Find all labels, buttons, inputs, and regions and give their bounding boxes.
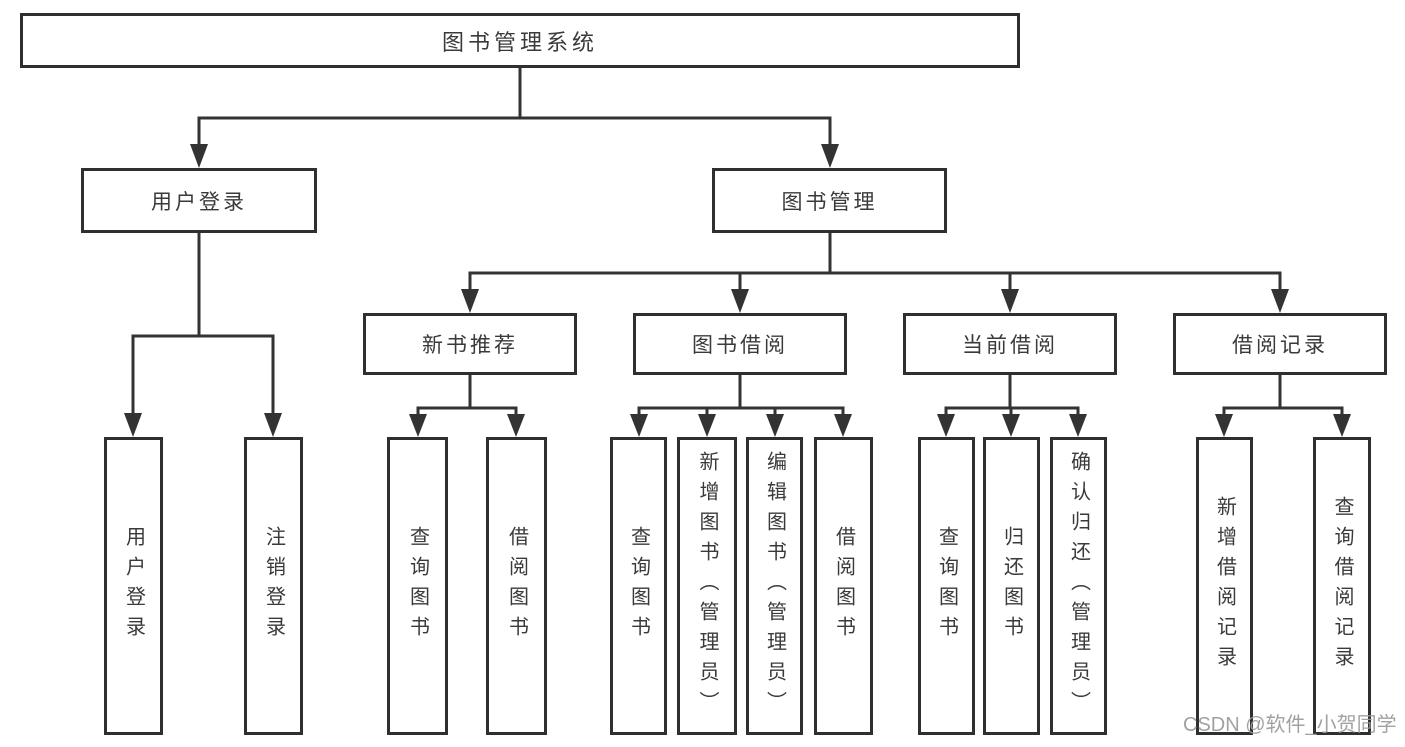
leaf-logout-label: 注销登录 <box>262 526 285 646</box>
node-borrow-record-label: 借阅记录 <box>1232 334 1328 357</box>
leaf-current-confirm-return-label: 确认归还（管理员） <box>1067 451 1090 721</box>
leaf-borrow-query-label: 查询图书 <box>627 526 650 646</box>
leaf-borrow-add-book-label: 新增图书（管理员） <box>696 451 718 721</box>
node-root-system: 图书管理系统 <box>20 13 1020 68</box>
leaf-logout: 注销登录 <box>244 437 303 735</box>
node-book-management-label: 图书管理 <box>781 190 878 214</box>
leaf-borrow-add-book: 新增图书（管理员） <box>677 437 737 735</box>
node-user-login: 用户登录 <box>81 168 317 233</box>
node-book-borrow: 图书借阅 <box>633 313 847 375</box>
leaf-borrow-edit-book: 编辑图书（管理员） <box>746 437 803 735</box>
leaf-record-query: 查询借阅记录 <box>1313 437 1371 735</box>
leaf-current-query-label: 查询图书 <box>935 526 958 646</box>
leaf-borrow-query: 查询图书 <box>610 437 667 735</box>
node-borrow-record: 借阅记录 <box>1173 313 1387 375</box>
leaf-borrow-borrow-book-label: 借阅图书 <box>832 526 855 646</box>
node-book-borrow-label: 图书借阅 <box>692 334 788 357</box>
leaf-current-confirm-return: 确认归还（管理员） <box>1050 437 1107 735</box>
leaf-newbook-query: 查询图书 <box>387 437 448 735</box>
leaf-user-login-label: 用户登录 <box>122 526 145 646</box>
leaf-record-query-label: 查询借阅记录 <box>1331 496 1353 676</box>
leaf-newbook-query-label: 查询图书 <box>406 526 429 646</box>
leaf-current-query: 查询图书 <box>918 437 975 735</box>
node-user-login-label: 用户登录 <box>151 190 247 214</box>
leaf-borrow-borrow-book: 借阅图书 <box>814 437 873 735</box>
leaf-record-add-label: 新增借阅记录 <box>1213 496 1236 676</box>
node-root-label: 图书管理系统 <box>441 29 598 55</box>
node-current-borrow: 当前借阅 <box>903 313 1117 375</box>
node-new-book-recommend: 新书推荐 <box>363 313 577 375</box>
leaf-newbook-borrow: 借阅图书 <box>486 437 547 735</box>
leaf-borrow-edit-book-label: 编辑图书（管理员） <box>763 451 786 721</box>
node-book-management: 图书管理 <box>712 168 947 233</box>
leaf-current-return-label: 归还图书 <box>1000 526 1023 646</box>
leaf-current-return: 归还图书 <box>983 437 1040 735</box>
node-current-borrow-label: 当前借阅 <box>962 334 1058 357</box>
leaf-newbook-borrow-label: 借阅图书 <box>505 526 528 646</box>
leaf-user-login: 用户登录 <box>104 437 163 735</box>
leaf-record-add: 新增借阅记录 <box>1196 437 1253 735</box>
node-new-book-recommend-label: 新书推荐 <box>422 334 518 357</box>
